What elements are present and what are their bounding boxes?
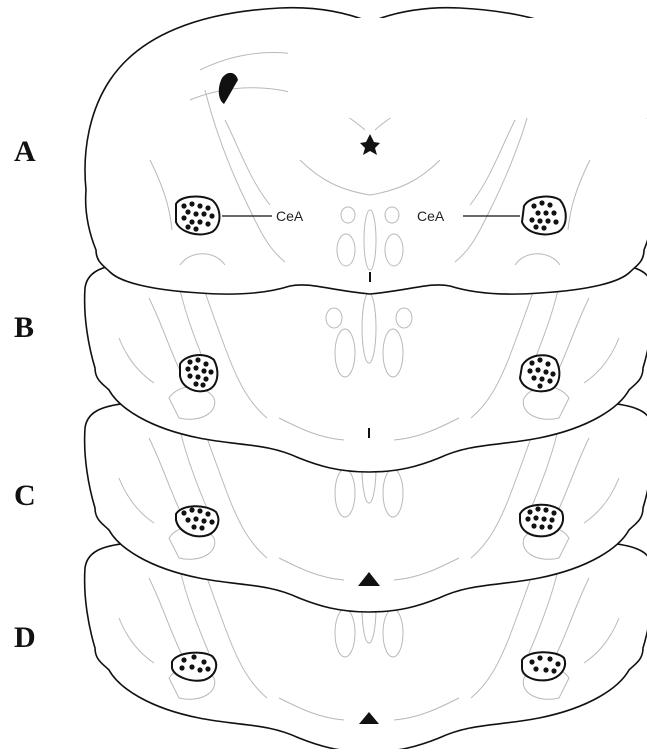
cea-label-right: CeA (417, 208, 445, 224)
cea-nucleus-a-right (522, 197, 566, 235)
cea-nucleus-c-right (520, 505, 563, 537)
blank-patch (288, 18, 647, 118)
panel-label-d: D (14, 623, 36, 653)
cea-nucleus-a-left (176, 197, 220, 235)
cea-label-left: CeA (276, 208, 304, 224)
cea-nucleus-d-left (172, 653, 216, 681)
cea-nucleus-d-right (522, 652, 565, 680)
panel-label-a: A (14, 137, 36, 167)
panel-label-b: B (14, 313, 34, 343)
cea-nucleus-b-left (180, 355, 217, 391)
cea-nucleus-b-right (520, 355, 559, 391)
panel-label-c: C (14, 481, 36, 511)
